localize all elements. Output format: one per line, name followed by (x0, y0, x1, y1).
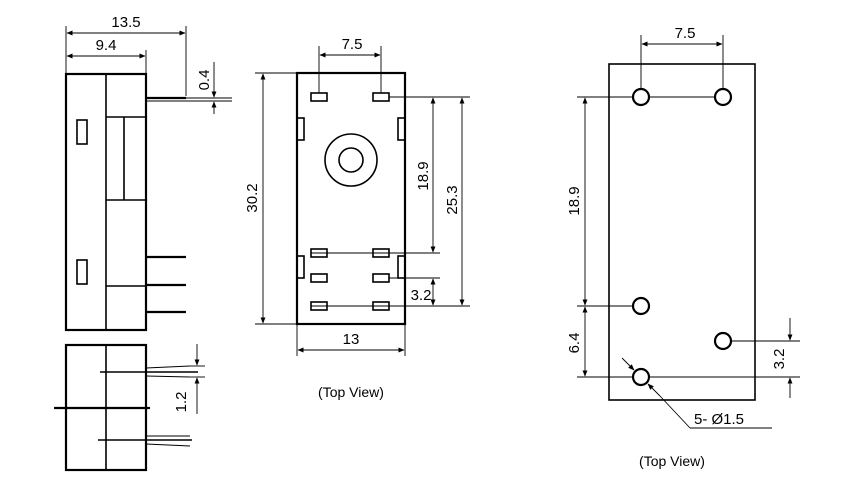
slot (372, 273, 390, 283)
pcb-hole (713, 331, 733, 351)
pcb-hole (631, 87, 651, 107)
pcb-hole (713, 87, 733, 107)
slot (372, 92, 390, 102)
pcb-outline (608, 63, 756, 401)
dim-13: 13 (343, 331, 360, 348)
top-view-caption: (Top View) (318, 384, 384, 400)
dim-pcb-18-9: 18.9 (566, 186, 583, 215)
dim-13-5: 13.5 (111, 14, 140, 31)
hole-callout: 5- Ø1.5 (694, 411, 744, 428)
side-tab-lower (76, 259, 88, 285)
top-body-outline (295, 71, 407, 326)
top-center-hole (338, 147, 364, 173)
dim-pcb-7-5: 7.5 (675, 25, 696, 42)
side-view: 13.5 9.4 0.4 (64, 14, 232, 332)
slot (310, 273, 328, 283)
dim-1-2: 1.2 (173, 392, 190, 413)
pcb-layout-view: 7.5 18.9 6.4 3.2 5- Ø1.5 (Top View) (566, 25, 800, 469)
dim-top-18-9: 18.9 (415, 161, 432, 190)
dim-9-4: 9.4 (96, 37, 117, 54)
dim-30-2: 30.2 (244, 183, 261, 212)
top-view: 7.5 30.2 18.9 25.3 3.2 13 (Top View) (244, 36, 470, 400)
side-tab-upper (76, 119, 88, 145)
top-center-ring (324, 133, 378, 187)
pcb-view-caption: (Top View) (639, 453, 705, 469)
dim-top-3-2: 3.2 (411, 287, 432, 304)
dim-pcb-6-4: 6.4 (566, 333, 583, 354)
pcb-hole (631, 296, 651, 316)
dim-25-3: 25.3 (444, 185, 461, 214)
dim-pcb-3-2: 3.2 (771, 349, 788, 370)
dim-0-4: 0.4 (196, 70, 213, 91)
pcb-hole (631, 367, 651, 387)
side-view-lower: 1.2 (54, 343, 205, 472)
dim-top-7-5: 7.5 (342, 36, 363, 53)
slot (310, 92, 328, 102)
